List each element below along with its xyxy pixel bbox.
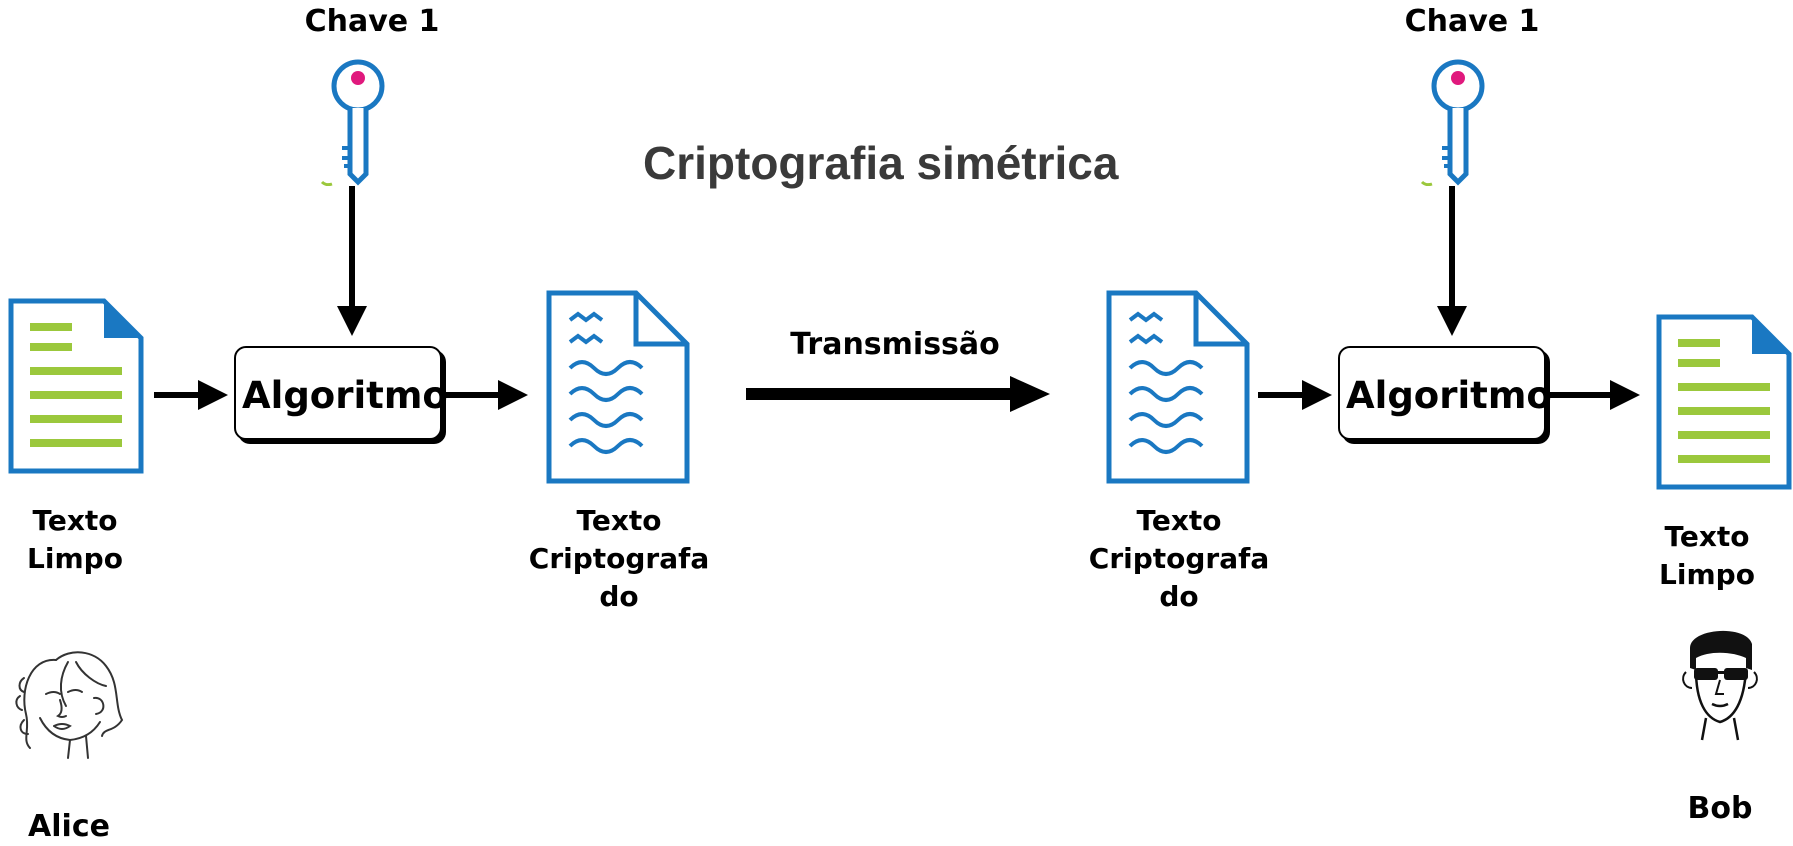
algorithm-box-right: Algoritmo [1338, 346, 1552, 440]
ciphertext-left-label: Texto Criptografa do [508, 502, 730, 616]
alice-avatar-icon [15, 651, 124, 759]
arrow-transmission [746, 376, 1050, 412]
plain-right-line2: Limpo [1659, 558, 1755, 591]
receiver-name: Bob [1687, 791, 1753, 826]
plain-text-document-right-icon [1656, 314, 1792, 490]
ciphertext-document-left-icon [546, 290, 690, 484]
sender-name: Alice [28, 809, 110, 844]
plain-right-line1: Texto [1664, 520, 1750, 553]
key-right-icon [1420, 59, 1485, 186]
key-left-icon [320, 59, 385, 186]
bob-avatar-icon [1682, 630, 1758, 741]
algorithm-right-label: Algoritmo [1346, 374, 1552, 417]
cipher-right-line3: do [1159, 580, 1199, 613]
algorithm-box-left: Algoritmo [234, 346, 448, 440]
algorithm-left-label: Algoritmo [242, 374, 448, 417]
transmission-label: Transmissão [790, 327, 1000, 362]
key-left-label: Chave 1 [304, 4, 440, 39]
cipher-left-line2: Criptografa [528, 542, 710, 575]
plain-text-document-left-icon [8, 298, 144, 474]
diagram-title: Criptografia simétrica [643, 137, 1119, 189]
plain-left-line2: Limpo [27, 542, 123, 575]
ciphertext-right-label: Texto Criptografa do [1068, 502, 1290, 616]
cipher-left-line3: do [599, 580, 639, 613]
plain-text-left-label: Texto Limpo [0, 502, 150, 578]
plain-left-line1: Texto [32, 504, 118, 537]
cipher-left-line1: Texto [576, 504, 662, 537]
ciphertext-document-right-icon [1106, 290, 1250, 484]
cipher-right-line1: Texto [1136, 504, 1222, 537]
plain-text-right-label: Texto Limpo [1632, 518, 1782, 594]
key-right-label: Chave 1 [1404, 4, 1540, 39]
cipher-right-line2: Criptografa [1088, 542, 1270, 575]
